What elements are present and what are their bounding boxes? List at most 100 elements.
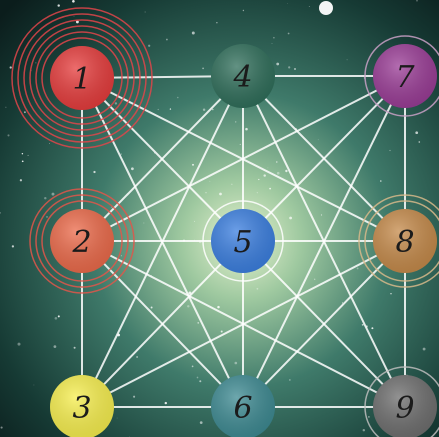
star <box>144 223 145 224</box>
star <box>257 192 258 193</box>
bright-star <box>319 1 333 15</box>
star <box>192 366 194 368</box>
node-label: 4 <box>232 60 252 95</box>
star <box>389 150 390 151</box>
star <box>74 347 76 349</box>
star <box>277 172 280 175</box>
node-label: 3 <box>72 391 91 426</box>
star <box>202 68 204 70</box>
star <box>170 108 171 109</box>
star <box>131 167 134 170</box>
star <box>321 214 322 215</box>
star <box>58 315 60 317</box>
star <box>263 174 265 176</box>
star <box>357 267 359 269</box>
star <box>243 10 244 11</box>
star <box>55 317 58 320</box>
star <box>257 288 259 290</box>
star <box>415 131 418 134</box>
star <box>390 293 391 294</box>
star <box>240 144 241 145</box>
star <box>258 179 259 180</box>
star <box>199 380 201 382</box>
star <box>288 66 290 68</box>
star <box>197 377 199 379</box>
star <box>212 109 214 111</box>
star <box>192 32 195 35</box>
node-label: 7 <box>395 60 415 95</box>
star <box>200 421 203 424</box>
star <box>121 255 122 256</box>
star <box>148 45 150 47</box>
star <box>203 109 205 111</box>
star <box>294 68 296 70</box>
star <box>423 348 426 351</box>
star <box>74 16 75 17</box>
star <box>52 193 55 196</box>
star <box>273 37 275 39</box>
star <box>20 179 22 181</box>
star <box>318 139 319 140</box>
star <box>7 134 9 136</box>
star <box>219 193 222 196</box>
node-label: 8 <box>395 225 414 260</box>
star <box>272 43 273 44</box>
star <box>5 107 6 108</box>
star <box>145 12 146 13</box>
star <box>245 128 248 131</box>
star <box>28 155 29 156</box>
star <box>418 141 420 143</box>
star <box>289 379 290 380</box>
star <box>93 171 95 173</box>
star <box>205 192 207 194</box>
star <box>368 416 370 418</box>
star <box>18 343 21 346</box>
node-6[interactable]: 6 <box>211 375 275 437</box>
star <box>309 6 310 7</box>
star <box>276 161 277 162</box>
star <box>285 170 287 172</box>
star <box>111 207 112 208</box>
star <box>58 4 60 6</box>
node-3[interactable]: 3 <box>50 375 114 437</box>
star <box>34 385 35 386</box>
node-4[interactable]: 4 <box>211 44 275 108</box>
node-label: 6 <box>233 391 252 426</box>
node-5[interactable]: 5 <box>203 201 283 281</box>
star <box>268 168 269 169</box>
star <box>177 97 179 99</box>
star <box>416 0 417 1</box>
star <box>192 164 194 166</box>
star <box>115 102 117 104</box>
star <box>235 121 236 122</box>
star <box>216 22 217 23</box>
star <box>363 429 365 431</box>
star <box>314 279 315 280</box>
star <box>197 322 198 323</box>
star <box>217 306 219 308</box>
star <box>352 180 353 181</box>
star <box>165 402 167 404</box>
star <box>1 427 3 429</box>
star <box>12 245 14 247</box>
star <box>136 356 138 358</box>
star <box>133 396 135 398</box>
star <box>54 345 57 348</box>
star <box>289 217 292 220</box>
star <box>371 327 373 329</box>
star <box>269 188 271 190</box>
node-label: 2 <box>71 225 91 260</box>
star <box>166 39 168 41</box>
star <box>276 63 279 66</box>
node-label: 9 <box>395 391 414 426</box>
star <box>210 181 211 182</box>
star <box>234 362 237 365</box>
star <box>347 59 348 60</box>
star <box>22 153 23 154</box>
star <box>44 197 46 199</box>
star <box>221 331 223 333</box>
star <box>72 0 75 3</box>
star <box>10 66 12 68</box>
star <box>121 153 122 154</box>
